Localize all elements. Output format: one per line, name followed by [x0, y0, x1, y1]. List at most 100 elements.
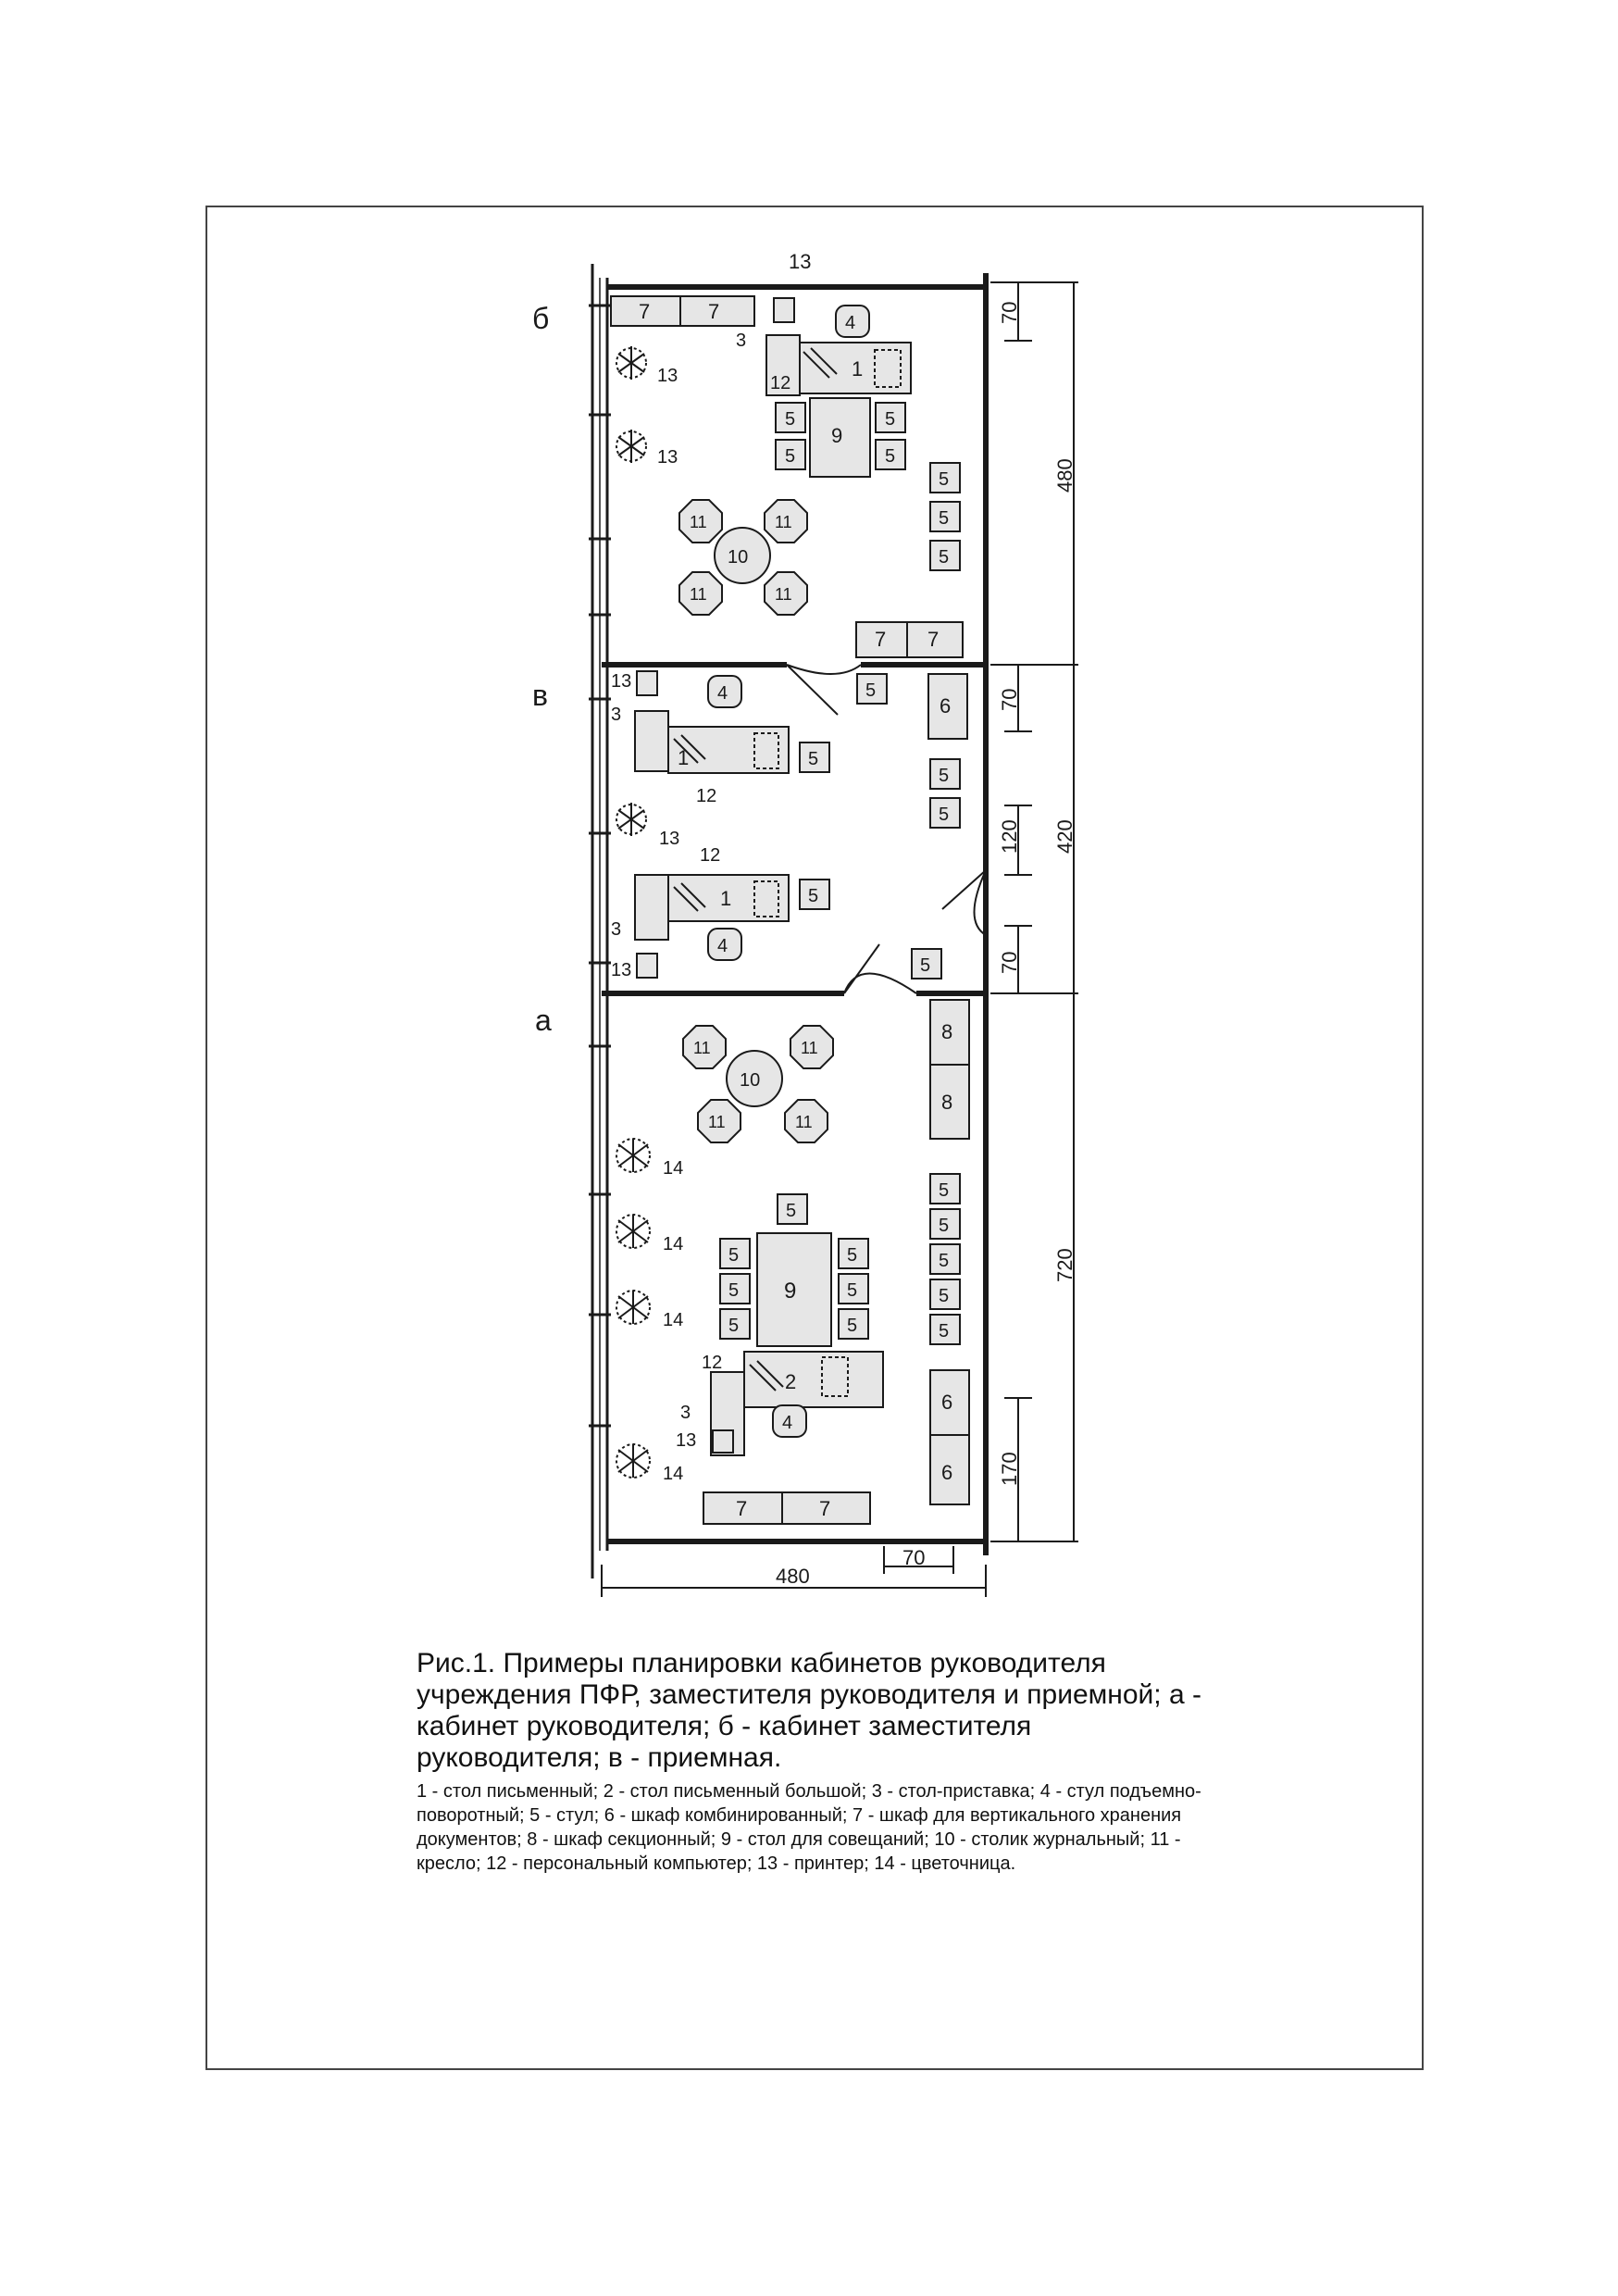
svg-text:10: 10 [728, 547, 748, 568]
side-table-3 [765, 334, 801, 396]
svg-text:5: 5 [786, 1201, 796, 1221]
room-v: 13 4 3 1 12 5 5 6 5 5 13 12 1 5 3 [611, 670, 968, 980]
chair-5 [929, 1279, 961, 1310]
door-v-right [941, 869, 987, 936]
page-frame [205, 206, 1424, 2070]
svg-text:13: 13 [657, 366, 678, 386]
svg-text:7: 7 [819, 1497, 830, 1520]
svg-text:2: 2 [785, 1370, 796, 1393]
desk-1 [667, 726, 790, 774]
svg-text:6: 6 [941, 1391, 952, 1414]
figure-caption: Рис.1. Примеры планировки кабинетов руко… [417, 1648, 1213, 1876]
chair-5 [777, 1193, 808, 1225]
section-label-a: а [535, 1004, 552, 1037]
chair-5 [929, 1243, 961, 1275]
cabinet-6 [929, 1369, 970, 1436]
svg-text:6: 6 [940, 694, 951, 718]
chair-5 [775, 439, 806, 470]
svg-text:13: 13 [676, 1430, 696, 1451]
plant-icon [616, 430, 647, 463]
chair-4 [707, 675, 742, 708]
caption-legend: 1 - стол письменный; 2 - стол письменный… [417, 1781, 1201, 1874]
chair-5 [929, 1314, 961, 1345]
svg-text:1: 1 [720, 887, 731, 910]
chair-5 [929, 501, 961, 532]
svg-text:5: 5 [939, 1180, 949, 1201]
svg-text:5: 5 [885, 446, 895, 467]
svg-text:5: 5 [939, 805, 949, 825]
svg-text:5: 5 [939, 508, 949, 529]
printer-13 [773, 297, 795, 323]
chair-5 [911, 948, 942, 980]
armchair-11 [784, 1099, 828, 1143]
svg-text:9: 9 [831, 424, 842, 447]
svg-text:8: 8 [941, 1020, 952, 1043]
svg-text:12: 12 [702, 1353, 722, 1373]
svg-text:5: 5 [785, 446, 795, 467]
chair-5 [775, 402, 806, 433]
svg-text:13: 13 [611, 960, 631, 980]
dimension-70: 70 [998, 302, 1021, 324]
armchair-11 [678, 571, 723, 616]
svg-text:14: 14 [663, 1310, 683, 1330]
svg-text:5: 5 [785, 409, 795, 430]
plant-icon [616, 346, 647, 380]
svg-text:6: 6 [941, 1461, 952, 1484]
svg-text:7: 7 [927, 628, 939, 651]
chair-5 [838, 1238, 869, 1269]
computer-12 [673, 882, 706, 912]
svg-text:5: 5 [847, 1280, 857, 1301]
svg-text:3: 3 [680, 1403, 691, 1423]
svg-text:7: 7 [875, 628, 886, 651]
cabinet-8 [929, 1064, 970, 1140]
svg-text:5: 5 [939, 766, 949, 786]
door-v-a [843, 943, 917, 994]
chair-4 [772, 1404, 807, 1438]
svg-text:3: 3 [736, 331, 746, 351]
armchair-11 [678, 499, 723, 543]
svg-text:4: 4 [717, 936, 728, 956]
armchair-11 [697, 1099, 741, 1143]
chair-5 [856, 673, 888, 705]
cabinet-6 [929, 1434, 970, 1505]
svg-text:5: 5 [939, 1286, 949, 1306]
armchair-11 [682, 1025, 727, 1069]
svg-text:11: 11 [690, 513, 707, 531]
caption-title: Рис.1. Примеры планировки кабинетов руко… [417, 1648, 1201, 1773]
dimension-480: 480 [776, 1565, 810, 1588]
room-a: 8 8 10 11 11 11 11 5 5 5 5 5 5 9 5 5 [616, 999, 970, 1525]
dimension-480: 480 [1053, 458, 1077, 493]
door-b-v [786, 664, 862, 716]
svg-text:5: 5 [939, 469, 949, 490]
conference-table-9 [809, 397, 871, 478]
dimension-70: 70 [902, 1546, 925, 1569]
svg-text:11: 11 [708, 1113, 726, 1131]
svg-text:14: 14 [663, 1158, 683, 1179]
chair-5 [838, 1308, 869, 1340]
cabinet-7 [679, 295, 755, 327]
svg-text:12: 12 [770, 373, 790, 393]
callout-13: 13 [789, 250, 811, 273]
chair-5 [929, 797, 961, 829]
dimension-420: 420 [1053, 819, 1077, 854]
coffee-table-10 [726, 1050, 783, 1107]
svg-text:13: 13 [659, 829, 679, 849]
chair-5 [929, 1173, 961, 1204]
dimension-lines [601, 281, 1078, 1597]
window-piers [589, 304, 611, 1428]
svg-text:5: 5 [808, 886, 818, 906]
walls [589, 264, 989, 1578]
dimension-120: 120 [998, 819, 1021, 854]
svg-text:5: 5 [865, 680, 876, 701]
svg-text:1: 1 [852, 357, 863, 381]
svg-text:8: 8 [941, 1091, 952, 1114]
printer-13 [712, 1429, 734, 1454]
chair-5 [799, 879, 830, 910]
svg-text:7: 7 [736, 1497, 747, 1520]
chair-5 [719, 1308, 751, 1340]
svg-text:5: 5 [847, 1245, 857, 1266]
doors [786, 664, 987, 994]
svg-text:5: 5 [728, 1245, 739, 1266]
armchair-11 [790, 1025, 834, 1069]
